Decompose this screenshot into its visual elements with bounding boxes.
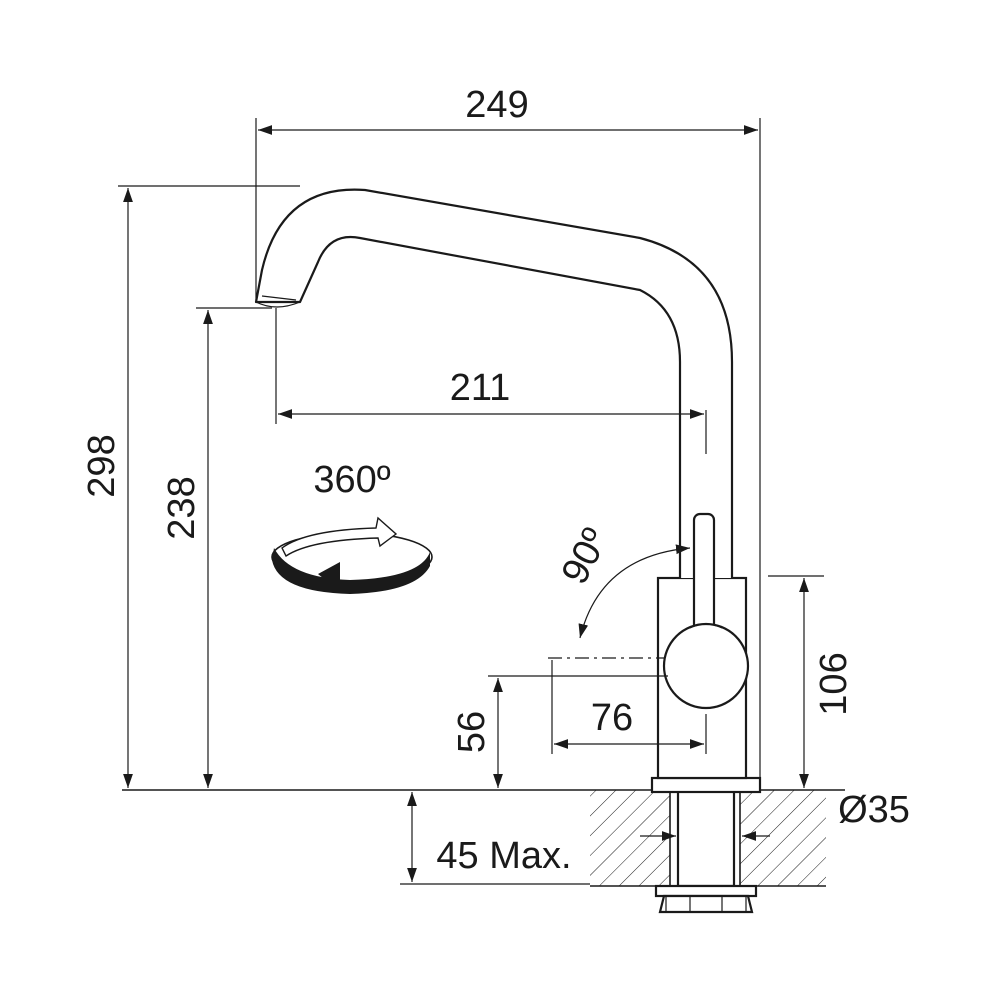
label-width-total: 249 xyxy=(465,84,528,126)
label-height-total: 298 xyxy=(81,434,123,497)
dimension-hole-diameter: Ø35 xyxy=(640,789,910,841)
dimension-spout-height: 238 xyxy=(161,307,272,788)
dimension-lever-height: 56 xyxy=(451,675,668,788)
label-lever-angle: 90º xyxy=(554,522,617,591)
dimension-spout-reach: 211 xyxy=(275,308,707,454)
lever-handle xyxy=(662,512,750,710)
label-body-height: 106 xyxy=(813,652,855,715)
dimension-width-total: 249 xyxy=(255,84,761,778)
dimension-body-height: 106 xyxy=(768,575,855,788)
label-rotation: 360º xyxy=(313,459,390,501)
rotation-indicator: 360º xyxy=(271,459,433,594)
dimension-height-total: 298 xyxy=(81,185,300,788)
label-spout-height: 238 xyxy=(161,476,203,539)
label-lever-height: 56 xyxy=(451,711,493,753)
label-lever-reach: 76 xyxy=(591,697,633,739)
dimension-deck-thickness: 45 Max. xyxy=(400,792,590,885)
label-hole-diameter: Ø35 xyxy=(838,789,910,831)
rotation-arrow-icon xyxy=(271,516,433,594)
mounting-shank xyxy=(650,776,762,914)
faucet-spout xyxy=(254,188,734,578)
label-deck-thickness: 45 Max. xyxy=(436,835,571,877)
label-spout-reach: 211 xyxy=(450,367,511,409)
